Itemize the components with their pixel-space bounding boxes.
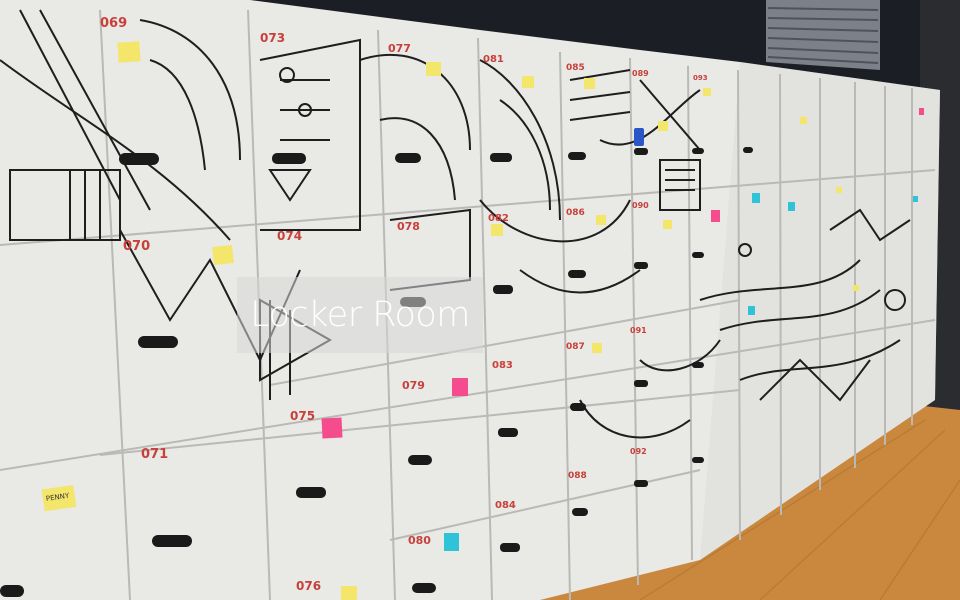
sticky-note-pink <box>452 378 468 396</box>
sticky-note-yellow <box>853 285 859 291</box>
sticky-note-cyan <box>913 196 918 202</box>
sticky-note-yellow <box>596 215 606 225</box>
sticky-note-yellow <box>522 76 534 88</box>
locker-number: 075 <box>290 409 315 423</box>
sticky-note-yellow <box>663 220 672 229</box>
air-vent <box>766 0 880 70</box>
sticky-note-yellow <box>658 121 668 131</box>
sticky-note-yellow <box>703 88 711 96</box>
sticky-note-cyan <box>444 533 459 551</box>
locker-numbers: 069 070 071 073 074 075 076 077 078 079 … <box>100 16 708 593</box>
handwritten-note: PENNY <box>41 485 77 512</box>
locker-grid <box>0 9 936 600</box>
locker-number: 082 <box>488 213 509 224</box>
locker-number: 092 <box>630 447 647 456</box>
locker-number: 070 <box>123 239 150 254</box>
handwritten-note-text: PENNY <box>45 492 70 503</box>
sticky-note-yellow <box>341 586 357 600</box>
locker-number: 074 <box>277 229 302 243</box>
sticky-note-pink <box>321 417 343 439</box>
locker-number: 086 <box>566 208 585 218</box>
locker-number: 077 <box>388 42 411 55</box>
caption-title: Locker Room <box>250 295 470 335</box>
locker-number: 079 <box>402 379 425 392</box>
sticky-note-cyan <box>748 306 755 315</box>
locker-number: 073 <box>260 31 285 45</box>
locker-locks <box>0 147 753 597</box>
sticky-notes: PENNY <box>41 41 924 600</box>
sticky-note-yellow <box>592 343 602 353</box>
locker-number: 089 <box>632 69 649 78</box>
locker-number: 081 <box>483 54 504 65</box>
locker-number: 093 <box>693 74 708 82</box>
sticky-note-yellow <box>117 41 141 63</box>
sticky-note-yellow <box>491 224 503 236</box>
sticky-note-cyan <box>788 202 795 211</box>
locker-number: 080 <box>408 534 431 547</box>
sticky-note-yellow <box>212 245 234 265</box>
sticky-note-yellow <box>584 78 595 89</box>
locker-number: 076 <box>296 579 321 593</box>
caption-overlay: Locker Room <box>237 277 483 353</box>
locker-number: 078 <box>397 220 420 233</box>
locker-number: 069 <box>100 16 127 31</box>
locker-number: 083 <box>492 360 513 371</box>
sticky-note-pink <box>919 108 924 115</box>
locker-number: 084 <box>495 500 516 511</box>
sticky-note-yellow <box>800 117 807 124</box>
sticky-note-yellow <box>836 187 842 193</box>
locker-number: 087 <box>566 342 585 352</box>
locker-number: 085 <box>566 63 585 73</box>
locker-number: 088 <box>568 471 587 481</box>
locker-number: 091 <box>630 326 647 335</box>
locker-number: 090 <box>632 201 649 210</box>
sticky-note-pink <box>711 210 720 222</box>
locker-number: 071 <box>141 447 168 462</box>
sticky-note-yellow <box>426 62 441 76</box>
phone <box>634 128 644 146</box>
sticky-note-cyan <box>752 193 760 203</box>
